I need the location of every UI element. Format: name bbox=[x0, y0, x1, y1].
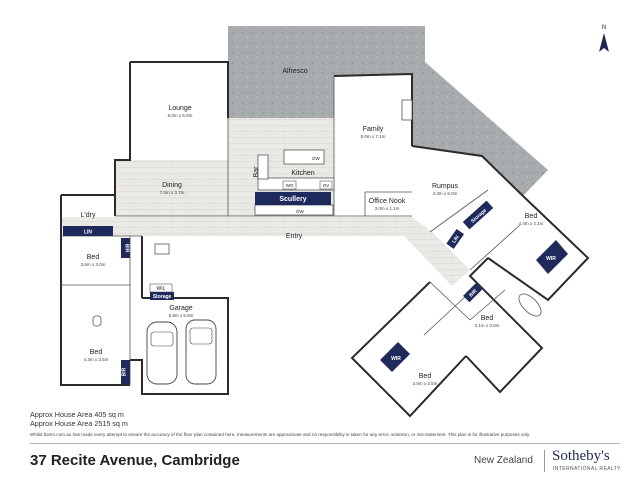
entry-hallway-floor bbox=[60, 217, 470, 286]
fireplace bbox=[401, 99, 413, 121]
svg-text:BIR: BIR bbox=[124, 244, 130, 253]
room-name-bed-1: Bed bbox=[87, 254, 100, 261]
svg-text:Storage: Storage bbox=[153, 294, 172, 300]
bar-counter bbox=[257, 154, 269, 180]
room-size-garage: 5.9m x 5.9m bbox=[169, 313, 194, 318]
room-size-rumpus: 4.3m x 5.0m bbox=[433, 191, 458, 196]
svg-text:BIR: BIR bbox=[468, 288, 479, 299]
bir-tag-bed-1: BIR bbox=[121, 238, 130, 258]
svg-text:LIN: LIN bbox=[84, 230, 92, 236]
room-name-alfresco: Alfresco bbox=[282, 68, 307, 75]
disclaimer-text: Whilst bwrm.com.au has made every attemp… bbox=[30, 432, 531, 437]
room-name-bar: Bar bbox=[253, 166, 260, 178]
room-name-laundry: L'dry bbox=[81, 212, 96, 219]
room-name-rumpus: Rumpus bbox=[432, 183, 459, 190]
lin-tag-hallway: LIN bbox=[446, 228, 465, 249]
wil-tag: WIL bbox=[149, 283, 173, 293]
svg-text:DW: DW bbox=[296, 209, 304, 214]
brand-divider bbox=[544, 450, 545, 472]
kitchen-island bbox=[283, 149, 325, 165]
toilet bbox=[92, 315, 102, 327]
room-name-scullery: Scullery bbox=[279, 196, 306, 203]
room-name-dining: Dining bbox=[162, 182, 182, 189]
room-size-family: 5.0m x 7.1m bbox=[361, 134, 386, 139]
area-notes: Approx House Area 405 sq m Approx House … bbox=[30, 410, 128, 428]
room-name-garage: Garage bbox=[169, 305, 192, 312]
house-area-text: Approx House Area 405 sq m bbox=[30, 410, 124, 419]
wall-oven-tag: WO bbox=[282, 180, 297, 190]
room-size-bed-1: 3.6m x 3.0m bbox=[81, 262, 106, 267]
car-outline-left bbox=[146, 321, 178, 385]
bir-tag-bed-2: BIR bbox=[121, 360, 130, 384]
wir-tag-bed-3: WIR bbox=[536, 240, 568, 274]
scullery-badge: Scullery bbox=[255, 192, 331, 205]
dishwasher-tag-scullery: DW bbox=[296, 209, 304, 214]
oven-tag: OV bbox=[319, 180, 333, 190]
room-size-bed-2: 4.3m x 3.5m bbox=[84, 357, 109, 362]
brand-subtitle: INTERNATIONAL REALTY bbox=[553, 466, 621, 472]
room-size-bed-4: 3.1m x 3.0m bbox=[475, 323, 500, 328]
room-size-lounge: 6.0m x 6.0m bbox=[168, 113, 193, 118]
room-size-bed-5: 3.5m x 3.5m bbox=[413, 381, 438, 386]
bir-tag-bed-4: BIR bbox=[463, 283, 483, 303]
svg-text:DW: DW bbox=[312, 156, 320, 161]
room-size-office: 3.0m x 1.1m bbox=[375, 206, 400, 211]
total-area-text: Approx House Area 2515 sq m bbox=[30, 419, 128, 428]
svg-text:WIR: WIR bbox=[546, 256, 556, 262]
property-address: 37 Recite Avenue, Cambridge bbox=[30, 452, 240, 469]
room-name-office: Office Nook bbox=[369, 198, 406, 205]
svg-text:LIN: LIN bbox=[451, 234, 461, 244]
room-name-lounge: Lounge bbox=[168, 105, 191, 112]
svg-text:WIR: WIR bbox=[391, 356, 401, 362]
svg-text:WO: WO bbox=[286, 183, 294, 188]
room-name-kitchen: Kitchen bbox=[291, 170, 314, 177]
room-name-bed-2: Bed bbox=[90, 349, 103, 356]
room-name-bed-4: Bed bbox=[481, 315, 494, 322]
dishwasher-tag-island: DW bbox=[312, 156, 320, 161]
region-label: New Zealand bbox=[474, 455, 533, 466]
north-arrow-icon: N bbox=[597, 22, 611, 56]
car-outline-right bbox=[185, 319, 217, 385]
room-name-family: Family bbox=[363, 126, 384, 133]
footer-divider bbox=[30, 443, 620, 444]
svg-text:WIL: WIL bbox=[157, 286, 166, 292]
bathtub bbox=[518, 293, 542, 317]
lin-tag-laundry: LIN bbox=[63, 226, 113, 236]
dining-floor bbox=[115, 160, 230, 216]
scullery-bench bbox=[254, 204, 334, 216]
storage-tag-garage: Storage bbox=[150, 292, 174, 300]
brand-logo: Sotheby's bbox=[552, 448, 610, 464]
room-name-entry: Entry bbox=[286, 233, 303, 240]
north-label: N bbox=[602, 25, 606, 31]
walls bbox=[60, 61, 590, 418]
wir-tag-bed-5: WIR bbox=[380, 342, 410, 372]
room-name-bed-3: Bed bbox=[525, 213, 538, 220]
svg-text:BIR: BIR bbox=[122, 367, 128, 376]
svg-text:OV: OV bbox=[323, 183, 330, 188]
room-size-dining: 7.0m x 3.7m bbox=[160, 190, 185, 195]
room-size-bed-3: 4.4m x 4.1m bbox=[519, 221, 544, 226]
vanity bbox=[154, 243, 170, 255]
room-name-bed-5: Bed bbox=[419, 373, 432, 380]
